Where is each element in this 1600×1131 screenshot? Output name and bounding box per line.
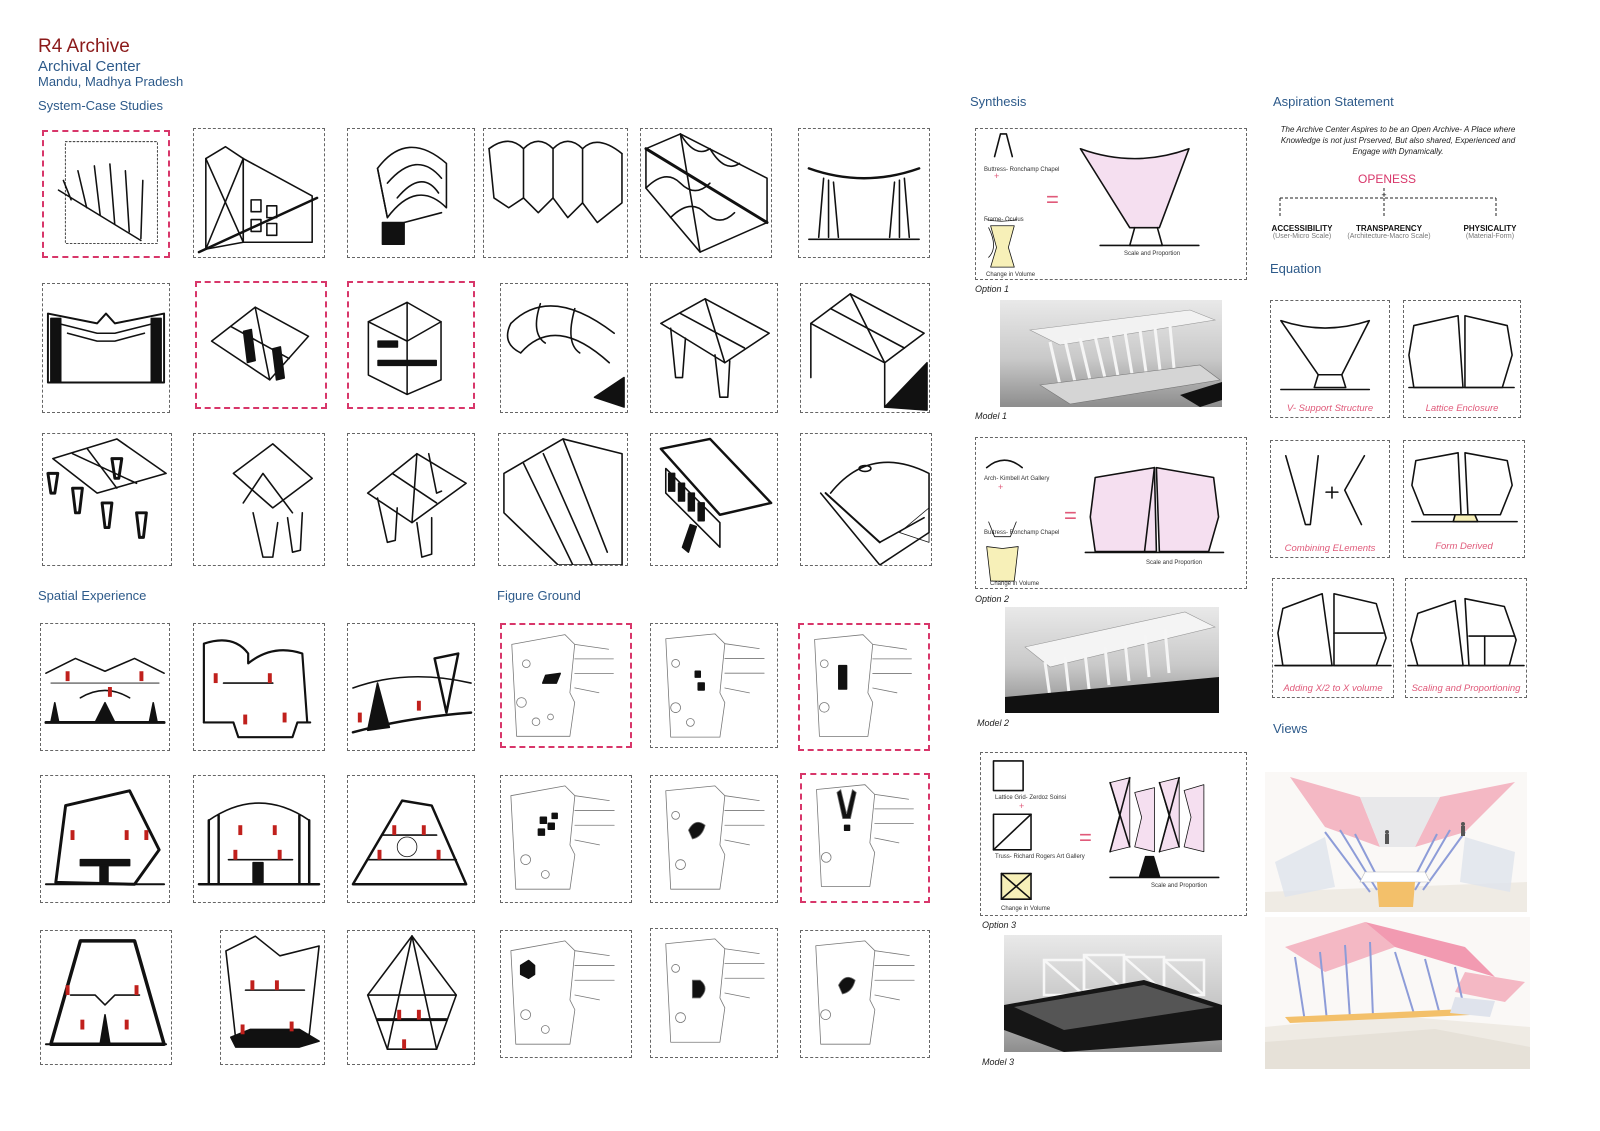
equation-label-1: V- Support Structure: [1286, 403, 1374, 414]
case-sketch-7: [42, 283, 170, 413]
opt1-a-label: Buttress- Ronchamp Chapel: [984, 167, 1060, 173]
aspiration-statement: The Archive Center Aspires to be an Open…: [1280, 125, 1516, 156]
figure-ground-7: [500, 930, 632, 1058]
opt2-plus: +: [998, 482, 1004, 492]
heading-synthesis: Synthesis: [970, 94, 1027, 109]
equation-label-6: Scaling and Proportioning: [1411, 683, 1521, 694]
spatial-section-7: [40, 930, 172, 1065]
case-sketch-17: [650, 433, 778, 566]
spatial-section-1: [40, 623, 170, 751]
case-sketch-11: [650, 283, 778, 413]
opt1-caption: Scale and Proportion: [1124, 251, 1181, 257]
figure-ground-3: [798, 623, 930, 751]
aspiration-tree: +: [1279, 188, 1497, 218]
spatial-section-9: [347, 930, 475, 1065]
svg-text:+: +: [1381, 190, 1386, 200]
branch-accessibility: ACCESSIBILITY (User-Micro Scale): [1271, 224, 1333, 240]
case-sketch-18: [800, 433, 932, 566]
model-2-label: Model 2: [977, 718, 1010, 728]
equation-lattice: Lattice Enclosure: [1403, 300, 1521, 418]
opt1-plus: +: [994, 171, 1000, 181]
synthesis-option-3: Lattice Grid- Zerdoz Soinsi + Truss- Ric…: [980, 752, 1247, 916]
branch-physicality: PHYSICALITY (Material-Form): [1463, 224, 1517, 240]
figure-ground-2: [650, 623, 778, 748]
case-sketch-14: [193, 433, 325, 566]
opt3-a-label: Lattice Grid- Zerdoz Soinsi: [995, 795, 1067, 801]
spatial-section-3: [347, 623, 475, 751]
case-sketch-12: [800, 283, 930, 413]
model-1-photo: [1000, 300, 1222, 407]
synthesis-option-2: Arch- Kimbell Art Gallery + Buttress- Ro…: [975, 437, 1247, 589]
model-3-label: Model 3: [982, 1057, 1015, 1067]
case-sketch-2: [193, 128, 325, 258]
spatial-section-5: [193, 775, 325, 903]
case-sketch-8: [195, 281, 327, 409]
case-sketch-3: [347, 128, 475, 258]
project-location: Mandu, Madhya Pradesh: [38, 74, 184, 89]
case-sketch-15: [347, 433, 475, 566]
model-1-label: Model 1: [975, 411, 1008, 421]
heading-equation: Equation: [1270, 261, 1322, 276]
equation-label-4: Form Derived: [1435, 541, 1493, 552]
opt1-b-label: Frame- Oculus: [984, 217, 1024, 223]
figure-ground-9: [800, 930, 930, 1058]
equation-label-5: Adding X/2 to X volume: [1283, 683, 1383, 694]
case-sketch-5: [640, 128, 772, 258]
opt1-equals: =: [1046, 187, 1059, 212]
equation-form-derived: Form Derived: [1403, 440, 1525, 558]
option-1-label: Option 1: [975, 284, 1010, 294]
project-title: R4 Archive: [38, 36, 130, 57]
spatial-section-6: [347, 775, 475, 903]
heading-case-studies: System-Case Studies: [38, 98, 163, 113]
case-sketch-1: [42, 130, 170, 258]
heading-spatial: Spatial Experience: [38, 588, 147, 603]
equation-combining: Combining ELements: [1270, 440, 1390, 558]
equation-scaling: Scaling and Proportioning: [1405, 578, 1527, 698]
project-subtitle: Archival Center: [38, 58, 141, 75]
model-2-photo: [1005, 607, 1219, 713]
opt1-c-label: Change in Volume: [986, 272, 1036, 278]
figure-ground-8: [650, 928, 778, 1058]
opt2-equals: =: [1064, 503, 1077, 528]
opt2-b-label: Buttress- Ronchamp Chapel: [984, 530, 1060, 536]
opt3-plus: +: [1019, 801, 1025, 811]
opt3-c-label: Change in Volume: [1001, 906, 1051, 912]
view-render-1: [1265, 772, 1527, 912]
equation-label-2: Lattice Enclosure: [1425, 403, 1499, 414]
synthesis-option-1: Buttress- Ronchamp Chapel + Frame- Oculu…: [975, 128, 1247, 280]
opt3-b-label: Truss- Richard Rogers Art Gallery: [995, 854, 1085, 860]
equation-adding: Adding X/2 to X volume: [1272, 578, 1394, 698]
opt2-caption: Scale and Proportion: [1146, 560, 1203, 566]
case-sketch-9: [347, 281, 475, 409]
option-3-label: Option 3: [982, 920, 1017, 930]
figure-ground-4: [500, 775, 632, 903]
openess-label: OPENESS: [1358, 172, 1417, 186]
opt2-c-label: Change in Volume: [990, 581, 1040, 587]
branch-transparency: TRANSPARENCY (Architecture-Macro Scale): [1347, 224, 1431, 240]
spatial-section-8: [220, 930, 325, 1065]
figure-ground-6: [800, 773, 930, 903]
equation-v-support: V- Support Structure: [1270, 300, 1390, 418]
opt2-a-label: Arch- Kimbell Art Gallery: [984, 476, 1050, 482]
figure-ground-5: [650, 775, 778, 903]
heading-views: Views: [1273, 721, 1308, 736]
heading-figure-ground: Figure Ground: [497, 588, 581, 603]
opt3-caption: Scale and Proportion: [1151, 883, 1208, 889]
spatial-section-2: [193, 623, 325, 751]
model-3-photo: [1004, 935, 1222, 1052]
equation-label-3: Combining ELements: [1284, 543, 1376, 554]
case-sketch-13: [42, 433, 172, 566]
figure-ground-1: [500, 623, 632, 748]
spatial-section-4: [40, 775, 170, 903]
case-sketch-10: [500, 283, 628, 413]
opt3-equals: =: [1079, 825, 1092, 850]
option-2-label: Option 2: [975, 594, 1010, 604]
case-sketch-4: [483, 128, 628, 258]
case-sketch-16: [498, 433, 628, 566]
case-sketch-6: [798, 128, 930, 258]
view-render-2: [1265, 917, 1530, 1069]
heading-aspiration: Aspiration Statement: [1273, 94, 1394, 109]
